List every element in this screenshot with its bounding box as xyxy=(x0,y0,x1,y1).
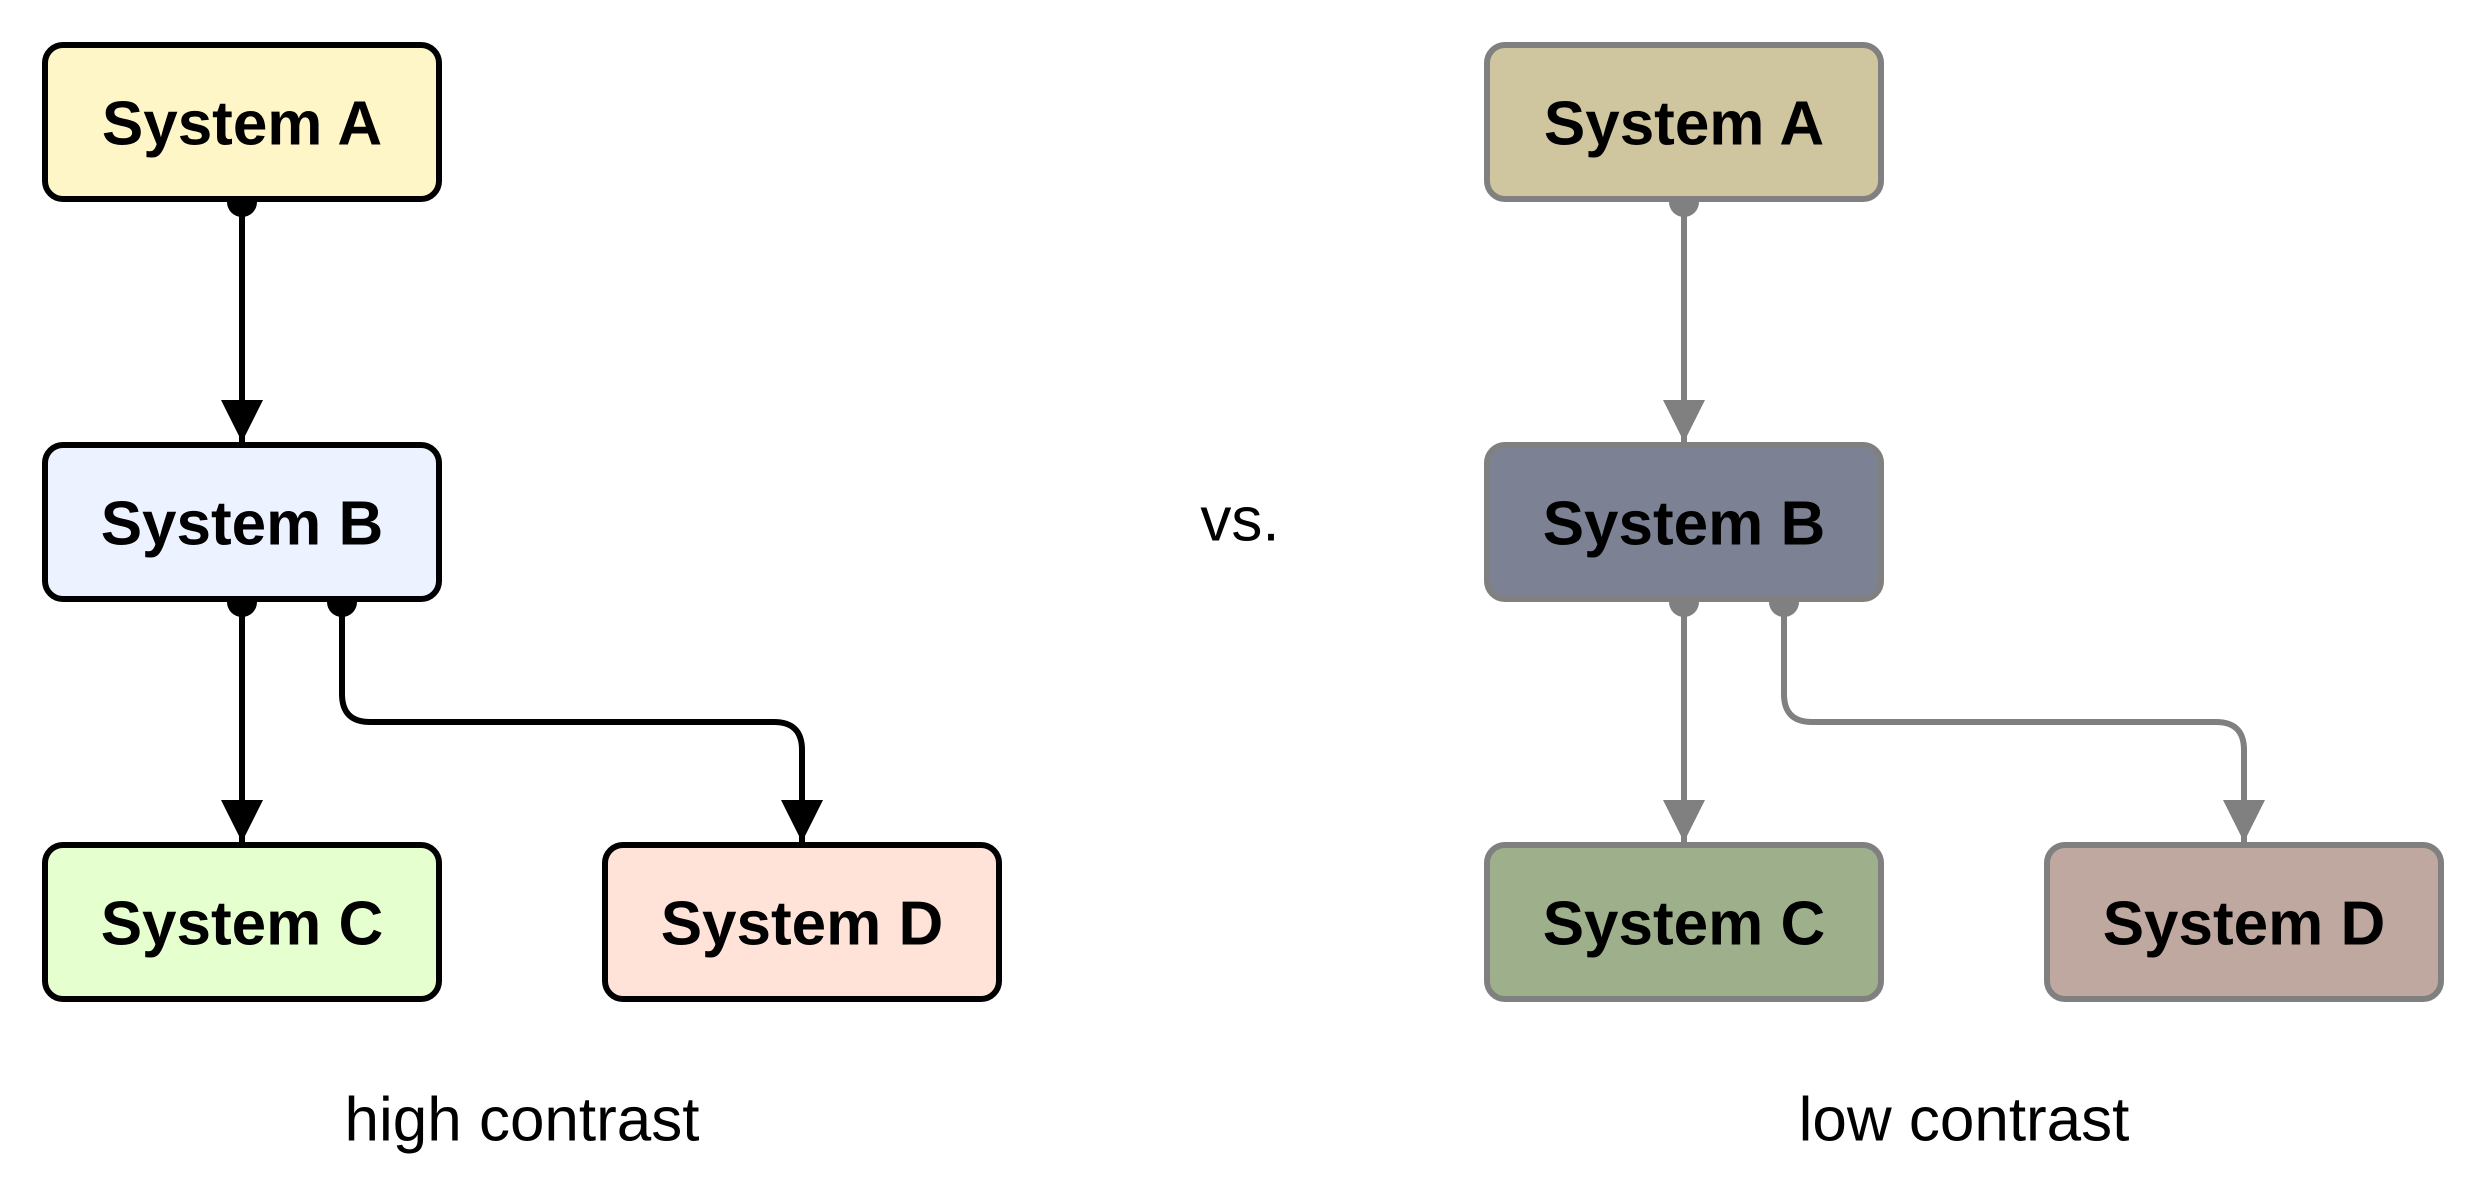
node-system-c[interactable]: System C xyxy=(42,842,442,1002)
node-label: System C xyxy=(101,890,384,959)
node-system-a[interactable]: System A xyxy=(1484,42,1884,202)
node-box xyxy=(1484,842,1884,1002)
node-box xyxy=(1484,42,1884,202)
caption-high-contrast: high contrast xyxy=(345,1086,700,1155)
node-label: System B xyxy=(101,490,384,559)
node-box xyxy=(1484,442,1884,602)
edge-system-b-to-system-d xyxy=(1781,602,2265,842)
node-box xyxy=(42,442,442,602)
diagram-high-contrast: System A System B System C System D high con… xyxy=(42,42,1002,1155)
caption-low-contrast: low contrast xyxy=(1799,1086,2130,1155)
node-box xyxy=(42,42,442,202)
diagram-low-contrast: System A System B System C System D low cont… xyxy=(1484,42,2444,1155)
node-label: System D xyxy=(2103,890,2386,959)
vs-separator-label: vs. xyxy=(1200,486,1279,555)
node-system-d[interactable]: System D xyxy=(2044,842,2444,1002)
node-label: System B xyxy=(1543,490,1826,559)
node-box xyxy=(2044,842,2444,1002)
node-system-a[interactable]: System A xyxy=(42,42,442,202)
node-box xyxy=(602,842,1002,1002)
node-system-b[interactable]: System B xyxy=(42,442,442,602)
node-box xyxy=(42,842,442,1002)
node-system-d[interactable]: System D xyxy=(602,842,1002,1002)
node-label: System A xyxy=(102,90,382,159)
node-system-b[interactable]: System B xyxy=(1484,442,1884,602)
node-system-c[interactable]: System C xyxy=(1484,842,1884,1002)
node-label: System C xyxy=(1543,890,1826,959)
edge-system-b-to-system-d xyxy=(339,602,823,842)
node-label: System D xyxy=(661,890,944,959)
node-label: System A xyxy=(1544,90,1824,159)
